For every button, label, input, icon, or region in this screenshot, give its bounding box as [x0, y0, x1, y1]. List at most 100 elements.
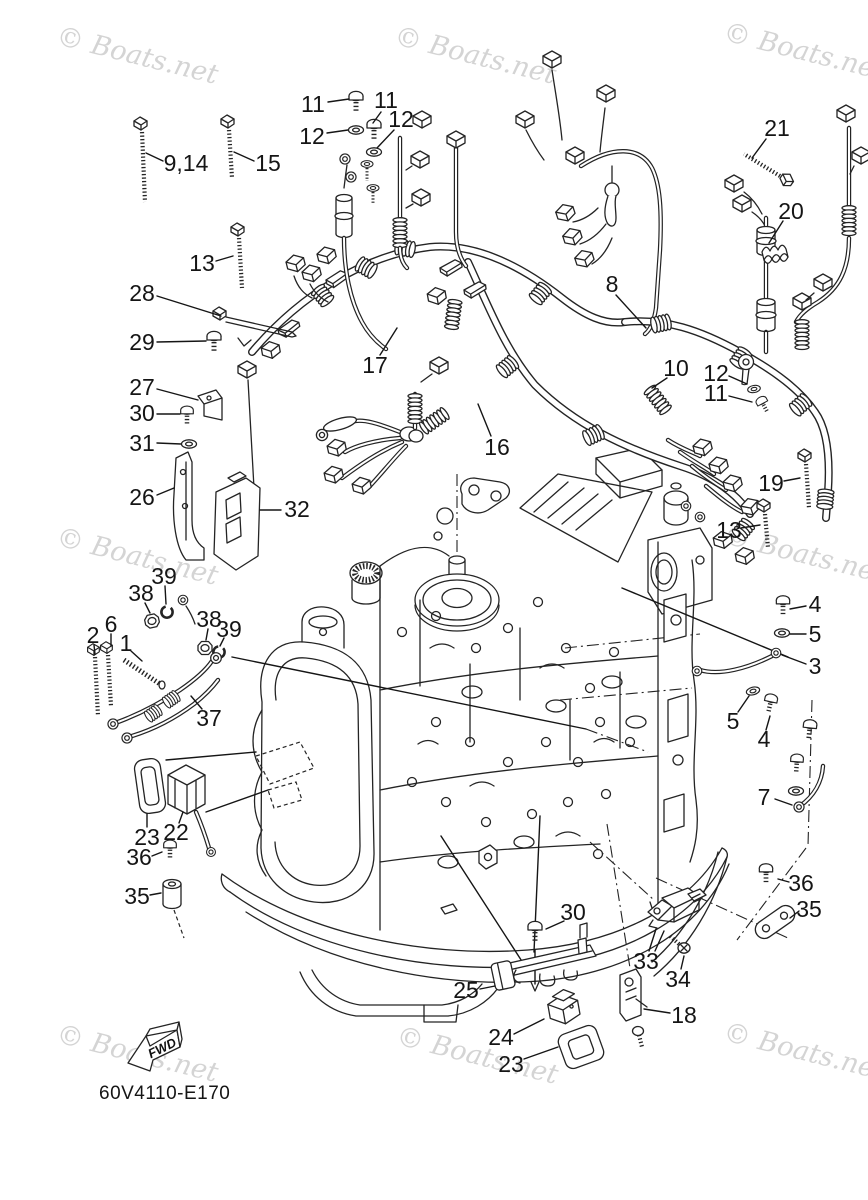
- callout-label: 31: [129, 430, 155, 456]
- callout-label: 10: [663, 355, 689, 381]
- callout-17: 17: [362, 327, 398, 378]
- bolt-11-a: [349, 91, 363, 113]
- callout-35-left: 35: [124, 883, 162, 909]
- callout-22: 22: [163, 811, 189, 845]
- screw-19: [797, 448, 812, 509]
- callout-label: 11: [704, 380, 728, 406]
- callout-label: 12: [388, 106, 414, 132]
- bolt-36-right: [759, 864, 772, 885]
- ground-lead-7-group: [789, 719, 826, 813]
- callout-35-right: 35: [789, 896, 822, 922]
- callout-31: 31: [129, 430, 182, 456]
- bolt-30-left: [181, 406, 194, 425]
- callout-25: 25: [453, 977, 496, 1003]
- callout-28: 28: [129, 280, 222, 317]
- cylinder-block-illustration: [379, 541, 701, 931]
- callout-4-lower: 4: [758, 715, 771, 752]
- callout-label: 38: [196, 606, 222, 632]
- callout-label: 11: [301, 91, 325, 117]
- fuse-lead-illustration: [334, 153, 389, 352]
- callout-label: 33: [633, 948, 659, 974]
- callout-label: 12: [703, 360, 729, 386]
- screw-21: [742, 152, 797, 190]
- callout-39-a: 39: [151, 563, 177, 605]
- callout-16: 16: [477, 403, 510, 460]
- parts-right-side: [691, 596, 826, 940]
- callout-15: 15: [233, 150, 281, 176]
- callout-5-upper: 5: [789, 621, 821, 647]
- bracket-32: [213, 471, 261, 571]
- stud-1: [122, 657, 166, 690]
- parts-left-lower: [87, 594, 228, 910]
- callout-11-right: 11: [704, 380, 753, 406]
- callout-label: 35: [124, 883, 150, 909]
- screw-6: [100, 641, 114, 707]
- callout-18: 18: [643, 1002, 697, 1028]
- callout-12-b: 12: [376, 106, 414, 149]
- callout-24: 24: [488, 1018, 545, 1050]
- callout-27: 27: [129, 374, 199, 401]
- callout-1: 1: [120, 630, 143, 662]
- callout-4-upper: 4: [789, 591, 822, 617]
- callout-label: 26: [129, 484, 155, 510]
- sensor-18: [619, 968, 648, 1048]
- callout-label: 1: [120, 630, 133, 656]
- watermark-text: © Boats.net: [720, 17, 868, 87]
- callout-label: 20: [778, 198, 804, 224]
- callout-label: 35: [796, 896, 822, 922]
- plate-35-right: [754, 904, 796, 940]
- callout-label: 4: [809, 591, 822, 617]
- callout-36-right: 36: [777, 870, 814, 896]
- callout-label: 17: [362, 352, 388, 378]
- callout-21: 21: [751, 115, 790, 159]
- callout-label: 39: [216, 616, 242, 642]
- callout-label: 28: [129, 280, 155, 306]
- clamp-20: [761, 244, 789, 264]
- bolt-4-lower: [762, 693, 778, 715]
- callout-label: 19: [758, 470, 784, 496]
- callout-label: 24: [488, 1024, 514, 1050]
- washer-31: [180, 439, 198, 449]
- washer-12-b: [365, 147, 383, 157]
- callout-label: 5: [727, 708, 740, 734]
- washer-12-a: [347, 125, 365, 135]
- callout-label: 30: [560, 899, 586, 925]
- callout-37: 37: [190, 695, 222, 731]
- intake-silencer-illustration: [252, 606, 375, 904]
- callout-11-a: 11: [301, 91, 350, 117]
- bracket-26: [172, 451, 205, 561]
- watermark-text: © Boats.net: [720, 1017, 868, 1087]
- harness-right: [621, 104, 868, 567]
- fwd-arrow: FWD: [127, 1021, 183, 1072]
- callout-label: 7: [758, 784, 771, 810]
- bracket-cluster-left: [172, 306, 297, 571]
- callout-23-left: 23: [134, 813, 160, 850]
- bracket-25: [490, 922, 597, 991]
- callout-23-bottom: 23: [498, 1046, 559, 1077]
- callout-label: 13: [189, 250, 215, 276]
- bolt-29: [207, 331, 221, 353]
- nut-38-b: [197, 640, 213, 656]
- callout-label: 12: [299, 123, 325, 149]
- switch-24: [547, 988, 581, 1025]
- callout-13-top: 13: [189, 250, 234, 276]
- parts-bottom: [490, 887, 707, 1070]
- callout-label: 21: [764, 115, 790, 141]
- callout-label: 18: [671, 1002, 697, 1028]
- callout-12-a: 12: [299, 123, 349, 149]
- screw-2: [87, 643, 101, 717]
- engine-illustration: [165, 447, 813, 1023]
- callout-26: 26: [129, 484, 175, 510]
- callout-label: 36: [126, 844, 152, 870]
- oil-filler-cap-illustration: [349, 561, 383, 605]
- callout-19: 19: [758, 470, 801, 496]
- watermark-text: © Boats.net: [53, 21, 221, 91]
- callout-label: 13: [716, 517, 742, 543]
- bolt-4-upper: [776, 596, 789, 617]
- callout-30-left: 30: [129, 400, 181, 426]
- callout-label: 15: [255, 150, 281, 176]
- callout-label: 29: [129, 329, 155, 355]
- callout-label: 4: [758, 726, 771, 752]
